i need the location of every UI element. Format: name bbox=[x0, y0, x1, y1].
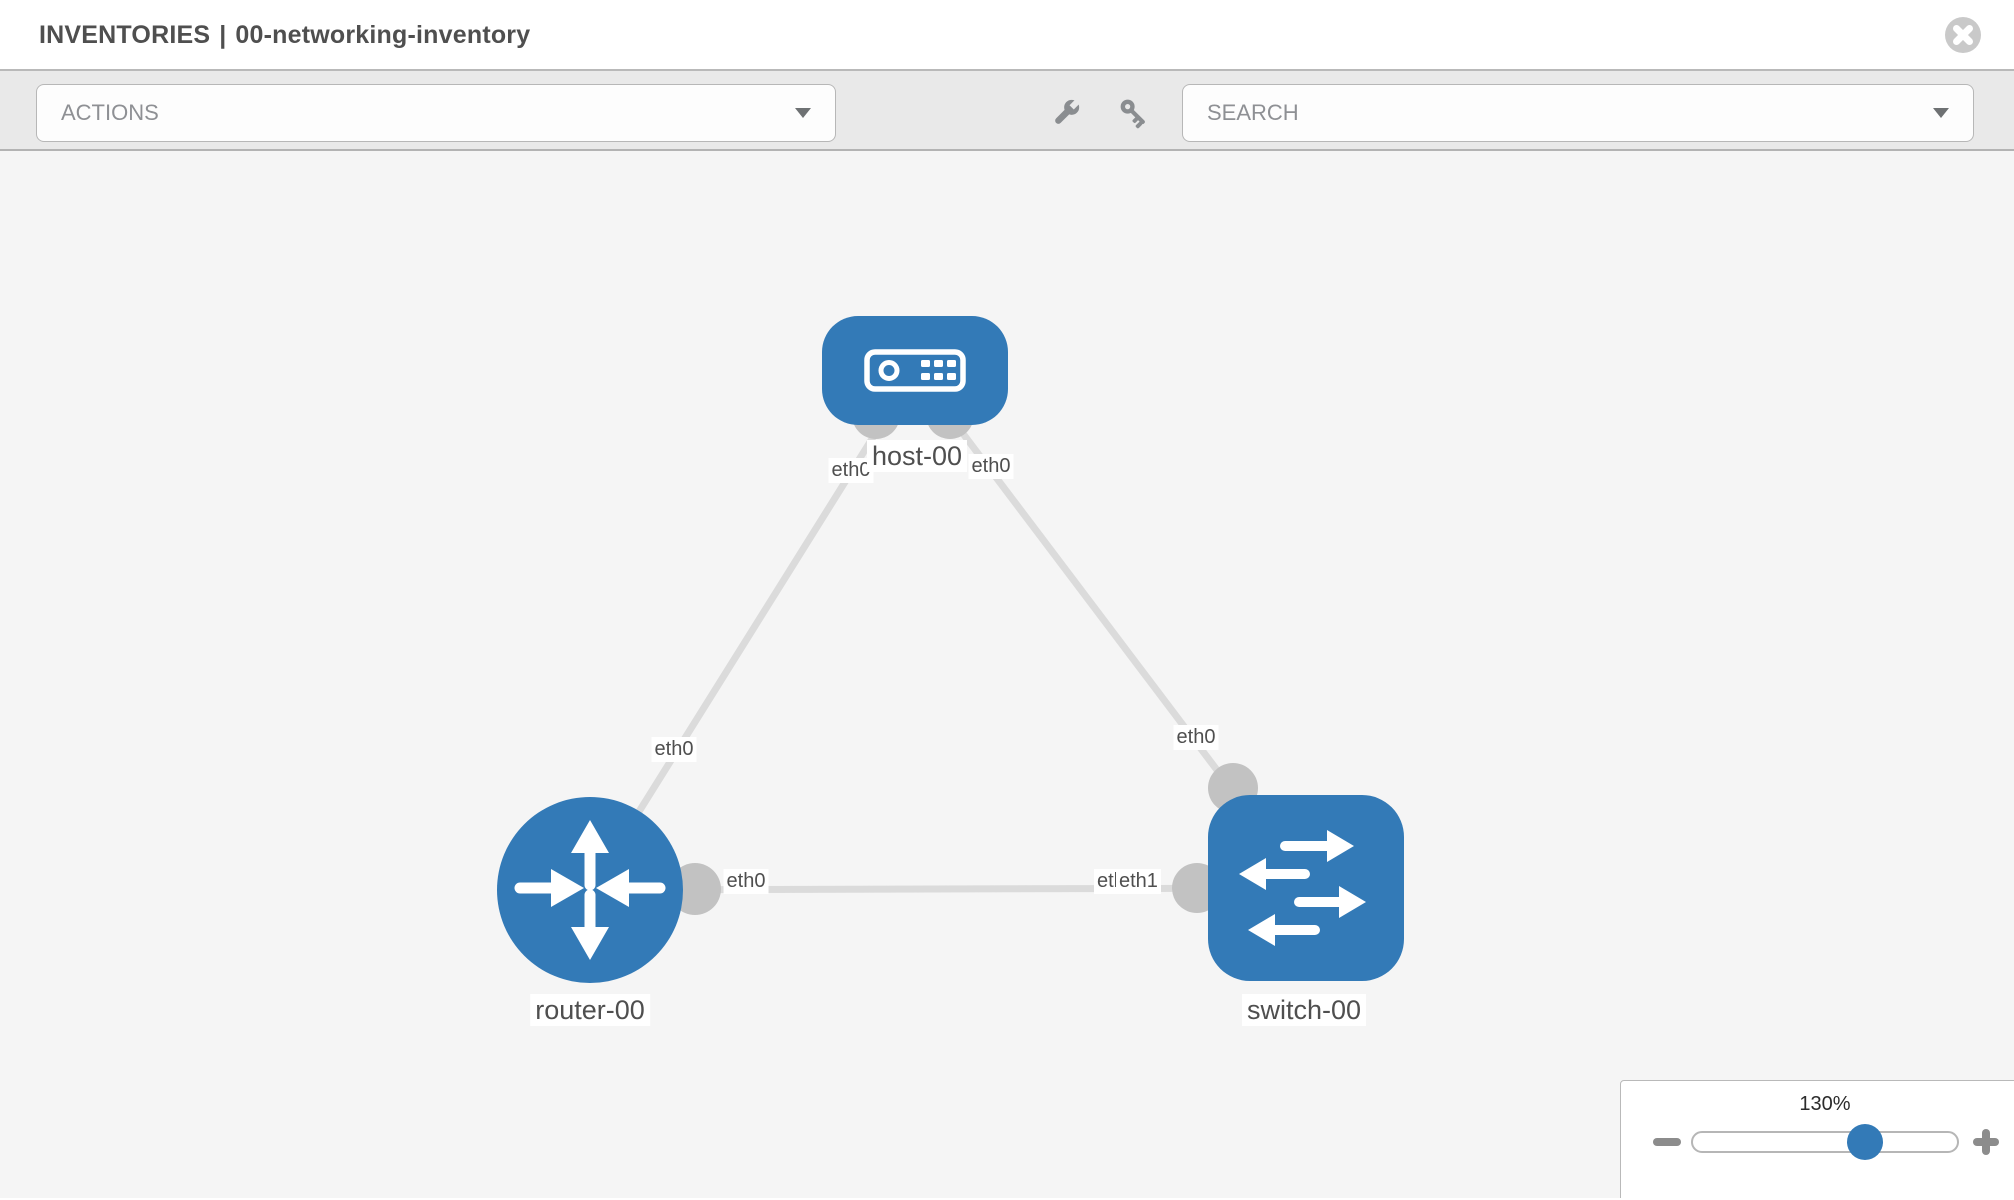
router-node[interactable] bbox=[497, 797, 683, 983]
key-management-button[interactable] bbox=[1117, 96, 1151, 130]
link-host-router bbox=[587, 368, 918, 892]
chevron-down-icon bbox=[795, 108, 811, 118]
actions-dropdown[interactable]: ACTIONS bbox=[36, 84, 836, 142]
actions-dropdown-label: ACTIONS bbox=[61, 100, 159, 125]
iface-label-router-switch: eth0 bbox=[723, 869, 769, 894]
search-dropdown-label: SEARCH bbox=[1207, 100, 1299, 125]
router-arrows-icon bbox=[514, 820, 666, 960]
close-icon bbox=[1945, 17, 1981, 53]
iface-label-host-switch: eth0 bbox=[968, 454, 1014, 479]
zoom-in-button[interactable] bbox=[1973, 1129, 1999, 1155]
router-node-label: router-00 bbox=[530, 994, 650, 1026]
zoom-level: 130% bbox=[1799, 1093, 1851, 1115]
iface-label-switch-router: eth1 bbox=[1116, 869, 1161, 894]
page-title: INVENTORIES | 00-networking-inventory bbox=[39, 0, 539, 71]
iface-label-router-host: eth0 bbox=[651, 737, 697, 762]
wrench-icon bbox=[1055, 98, 1081, 124]
zoom-slider[interactable] bbox=[1691, 1124, 1959, 1160]
iface-label-host-router: eth0 bbox=[828, 458, 874, 483]
breadcrumb-divider: | bbox=[219, 21, 227, 49]
zoom-out-button[interactable] bbox=[1653, 1138, 1681, 1146]
host-node[interactable] bbox=[822, 316, 1008, 425]
toolbar: ACTIONS SEARC bbox=[0, 71, 2014, 151]
topology-graph bbox=[497, 316, 1404, 983]
search-dropdown[interactable]: SEARCH bbox=[1182, 84, 1974, 142]
close-button[interactable] bbox=[1945, 17, 1981, 53]
breadcrumb-section: INVENTORIES bbox=[39, 21, 211, 49]
topology-canvas[interactable]: eth0 eth0 eth0 eth0 eth0 eth0 eth1 host-… bbox=[0, 151, 2014, 1198]
switch-arrows-icon bbox=[1239, 830, 1366, 946]
switch-node-label: switch-00 bbox=[1241, 994, 1367, 1026]
key-icon bbox=[1120, 99, 1145, 129]
tools-button[interactable] bbox=[1049, 96, 1083, 130]
zoom-panel: 130% bbox=[1620, 1080, 2014, 1198]
server-icon bbox=[864, 349, 966, 392]
zoom-slider-thumb[interactable] bbox=[1847, 1124, 1883, 1160]
inventory-name: 00-networking-inventory bbox=[235, 21, 531, 49]
header: INVENTORIES | 00-networking-inventory bbox=[0, 0, 2014, 71]
chevron-down-icon bbox=[1933, 108, 1949, 118]
host-node-label: host-00 bbox=[866, 440, 968, 472]
switch-node[interactable] bbox=[1208, 795, 1404, 981]
iface-label-switch-host: eth0 bbox=[1173, 725, 1219, 750]
